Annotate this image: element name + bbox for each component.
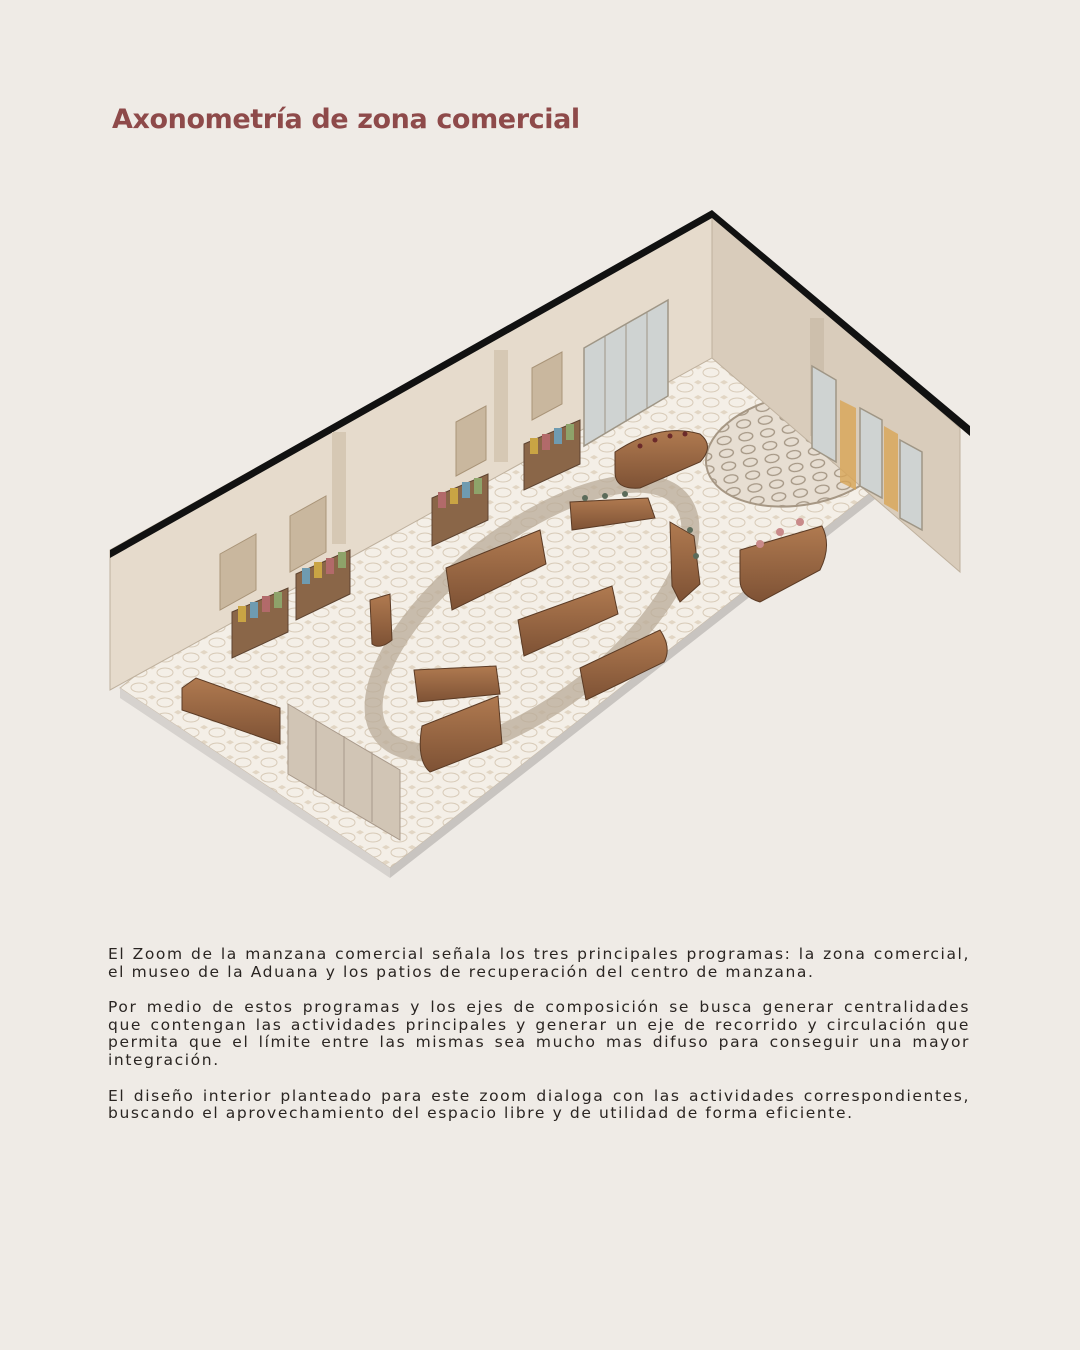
bookshelves	[231, 419, 581, 659]
axonometric-drawing	[109, 210, 970, 878]
merchandise	[582, 431, 804, 559]
page-title: Axonometría de zona comercial	[112, 104, 580, 135]
back-wall	[109, 210, 970, 691]
display-counters	[181, 430, 827, 773]
paragraph-1: El Zoom de la manzana comercial señala l…	[108, 945, 970, 981]
storage-block	[287, 703, 401, 841]
paragraph-3: El diseño interior planteado para este z…	[108, 1086, 970, 1123]
paragraph-2: Por medio de estos programas y los ejes …	[108, 998, 970, 1069]
description: El Zoom de la manzana comercial señala l…	[108, 945, 970, 1141]
